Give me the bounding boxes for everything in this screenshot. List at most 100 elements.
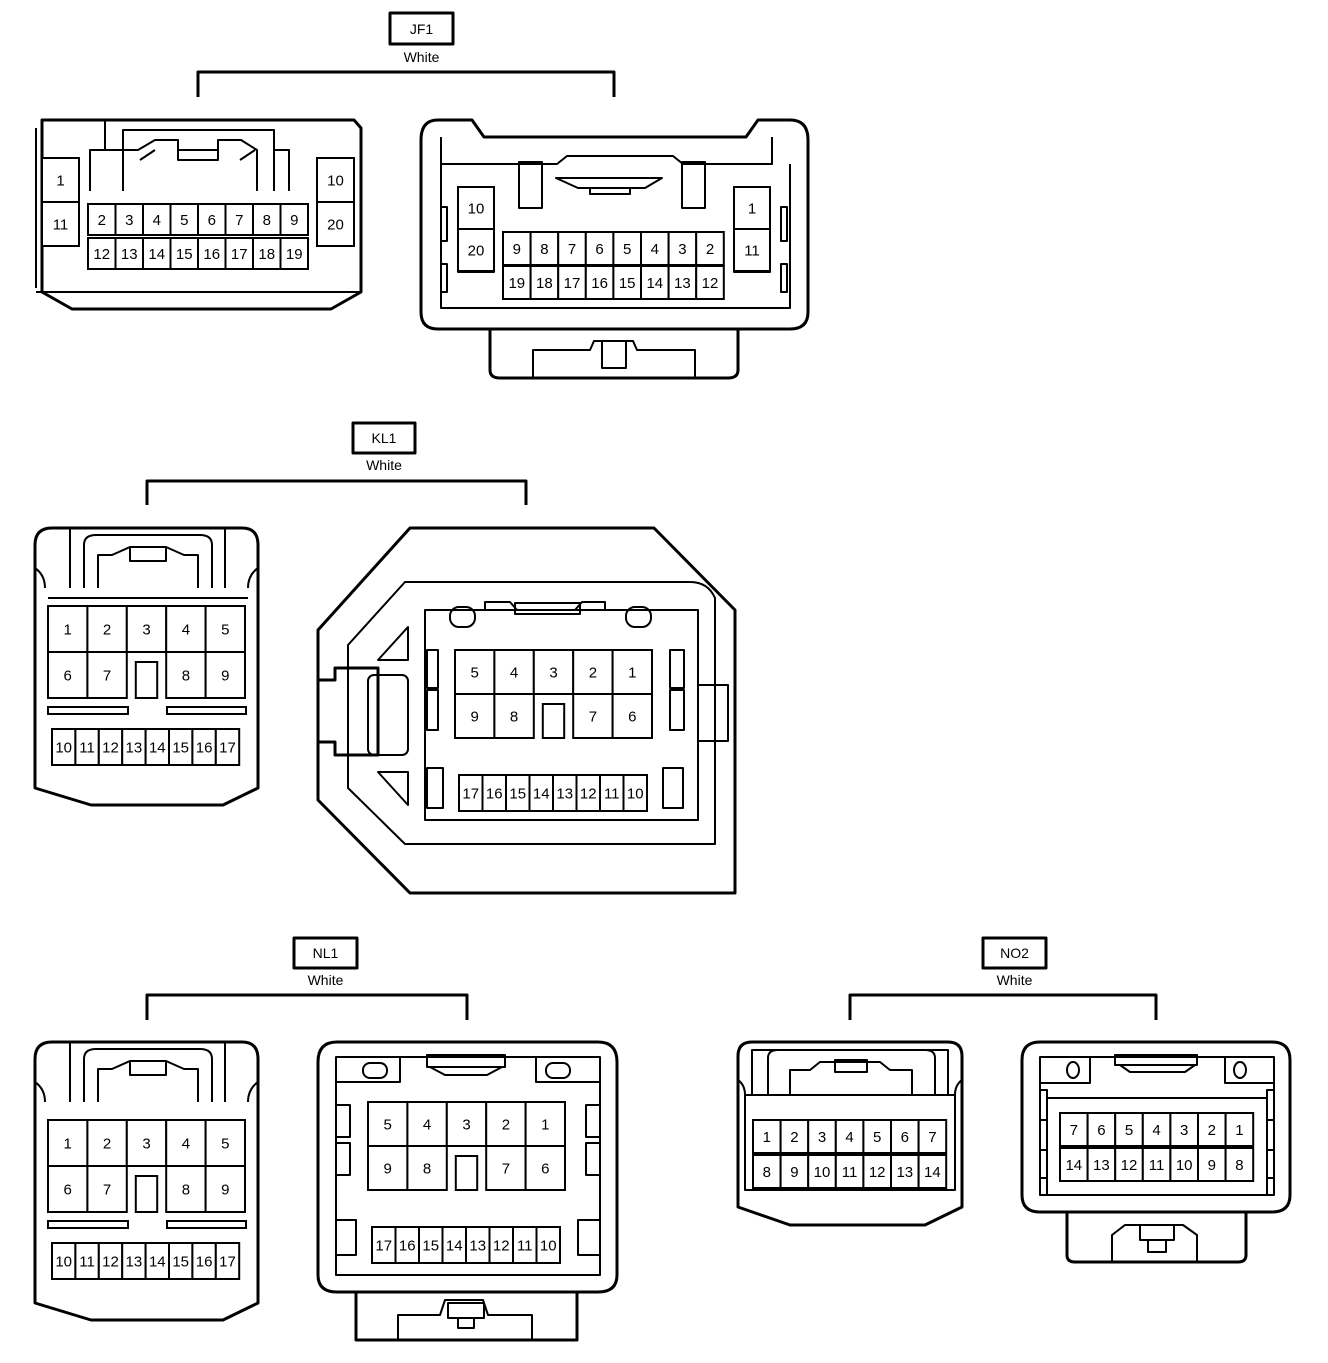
pin-number: 12 — [102, 740, 119, 757]
pin-cavity — [204, 1165, 247, 1213]
pin-cavity — [204, 605, 247, 653]
pin-cavity — [214, 728, 241, 766]
pin-number: 13 — [896, 1164, 913, 1181]
pin-number: 20 — [468, 243, 485, 260]
pin-cavity — [457, 228, 495, 272]
pin-number: 15 — [619, 275, 636, 292]
pin-number: 6 — [208, 212, 216, 229]
pin-number: 2 — [103, 1136, 111, 1153]
pin-number: 1 — [1235, 1122, 1243, 1139]
pin-cavity — [1114, 1147, 1144, 1182]
pin-number: 16 — [591, 275, 608, 292]
pin-cavity — [1197, 1147, 1227, 1182]
pin-cavity — [493, 649, 535, 695]
pin-cavity — [86, 1165, 128, 1213]
pin-number: 5 — [873, 1129, 881, 1146]
pin-number: 14 — [1065, 1157, 1082, 1174]
pin-number: 16 — [486, 786, 503, 803]
pin-number: 10 — [540, 1238, 557, 1255]
pin-cavity — [166, 706, 247, 715]
pin-cavity — [779, 1119, 810, 1154]
pin-number: 2 — [502, 1117, 510, 1134]
pin-number: 16 — [203, 246, 220, 263]
pin-number: 1 — [763, 1129, 771, 1146]
connector-color: White — [366, 457, 402, 473]
pin-cavity — [134, 1175, 159, 1213]
pin-cavity — [224, 237, 254, 270]
pin-number: 16 — [196, 740, 213, 757]
pin-cavity — [86, 651, 128, 699]
pin-number: 4 — [1152, 1122, 1160, 1139]
connector-bracket — [196, 70, 616, 97]
pin-number: 6 — [595, 241, 603, 258]
pin-number: 8 — [510, 709, 518, 726]
pin-cavity — [584, 231, 615, 266]
pin-number: 3 — [678, 241, 686, 258]
pin-number: 13 — [126, 740, 143, 757]
pin-cavity — [134, 661, 159, 699]
pin-number: 4 — [423, 1117, 431, 1134]
pin-number: 12 — [102, 1254, 119, 1271]
pin-number: 6 — [901, 1129, 909, 1146]
pin-number: 14 — [533, 786, 550, 803]
pin-number: 3 — [125, 212, 133, 229]
pin-cavity — [125, 605, 168, 653]
pin-number: 9 — [790, 1164, 798, 1181]
pin-number: 1 — [64, 622, 72, 639]
pin-number: 7 — [1070, 1122, 1078, 1139]
pin-number: 19 — [286, 246, 303, 263]
pin-number: 8 — [423, 1161, 431, 1178]
pin-number: 1 — [56, 173, 64, 190]
pin-number: 3 — [142, 622, 150, 639]
pin-number: 6 — [1097, 1122, 1105, 1139]
connector-code-box — [292, 936, 359, 970]
connector-code-box — [351, 421, 417, 455]
pin-number: 9 — [221, 1182, 229, 1199]
pin-number: 17 — [564, 275, 581, 292]
pin-cavity — [733, 186, 771, 230]
pin-number: 9 — [221, 668, 229, 685]
pin-cavity — [165, 651, 207, 699]
pin-number: 15 — [176, 246, 193, 263]
pin-number: 2 — [589, 665, 597, 682]
connector-code-box — [388, 11, 455, 46]
pin-number: 1 — [628, 665, 636, 682]
connector-color: White — [997, 972, 1033, 988]
pin-number: 12 — [1121, 1157, 1138, 1174]
pin-number: 11 — [604, 786, 620, 803]
pin-number: 14 — [148, 246, 165, 263]
pin-number: 5 — [384, 1117, 392, 1134]
pin-number: 10 — [627, 786, 644, 803]
connector-code: NO2 — [1000, 945, 1029, 961]
connector-color: White — [404, 49, 440, 65]
pin-number: 5 — [623, 241, 631, 258]
connector-code: JF1 — [410, 21, 434, 37]
pin-number: 2 — [1208, 1122, 1216, 1139]
pin-cavity — [1169, 1112, 1200, 1147]
pin-number: 7 — [502, 1161, 510, 1178]
pin-number: 2 — [98, 212, 106, 229]
pin-cavity — [890, 1154, 920, 1189]
pin-number: 1 — [64, 1136, 72, 1153]
pin-number: 14 — [149, 1254, 166, 1271]
pin-number: 3 — [462, 1117, 470, 1134]
pin-number: 14 — [149, 740, 166, 757]
pin-cavity — [224, 203, 254, 236]
pin-number: 13 — [121, 246, 138, 263]
pin-number: 7 — [103, 1182, 111, 1199]
pin-number: 13 — [674, 275, 691, 292]
pin-number: 8 — [182, 668, 190, 685]
pin-cavity — [1224, 1112, 1255, 1147]
pin-number: 14 — [446, 1238, 463, 1255]
pin-number: 7 — [589, 709, 597, 726]
pin-cavity — [252, 237, 282, 270]
pin-number: 13 — [469, 1238, 486, 1255]
connector-bracket — [145, 993, 469, 1020]
pin-number: 13 — [556, 786, 573, 803]
pin-number: 6 — [628, 709, 636, 726]
